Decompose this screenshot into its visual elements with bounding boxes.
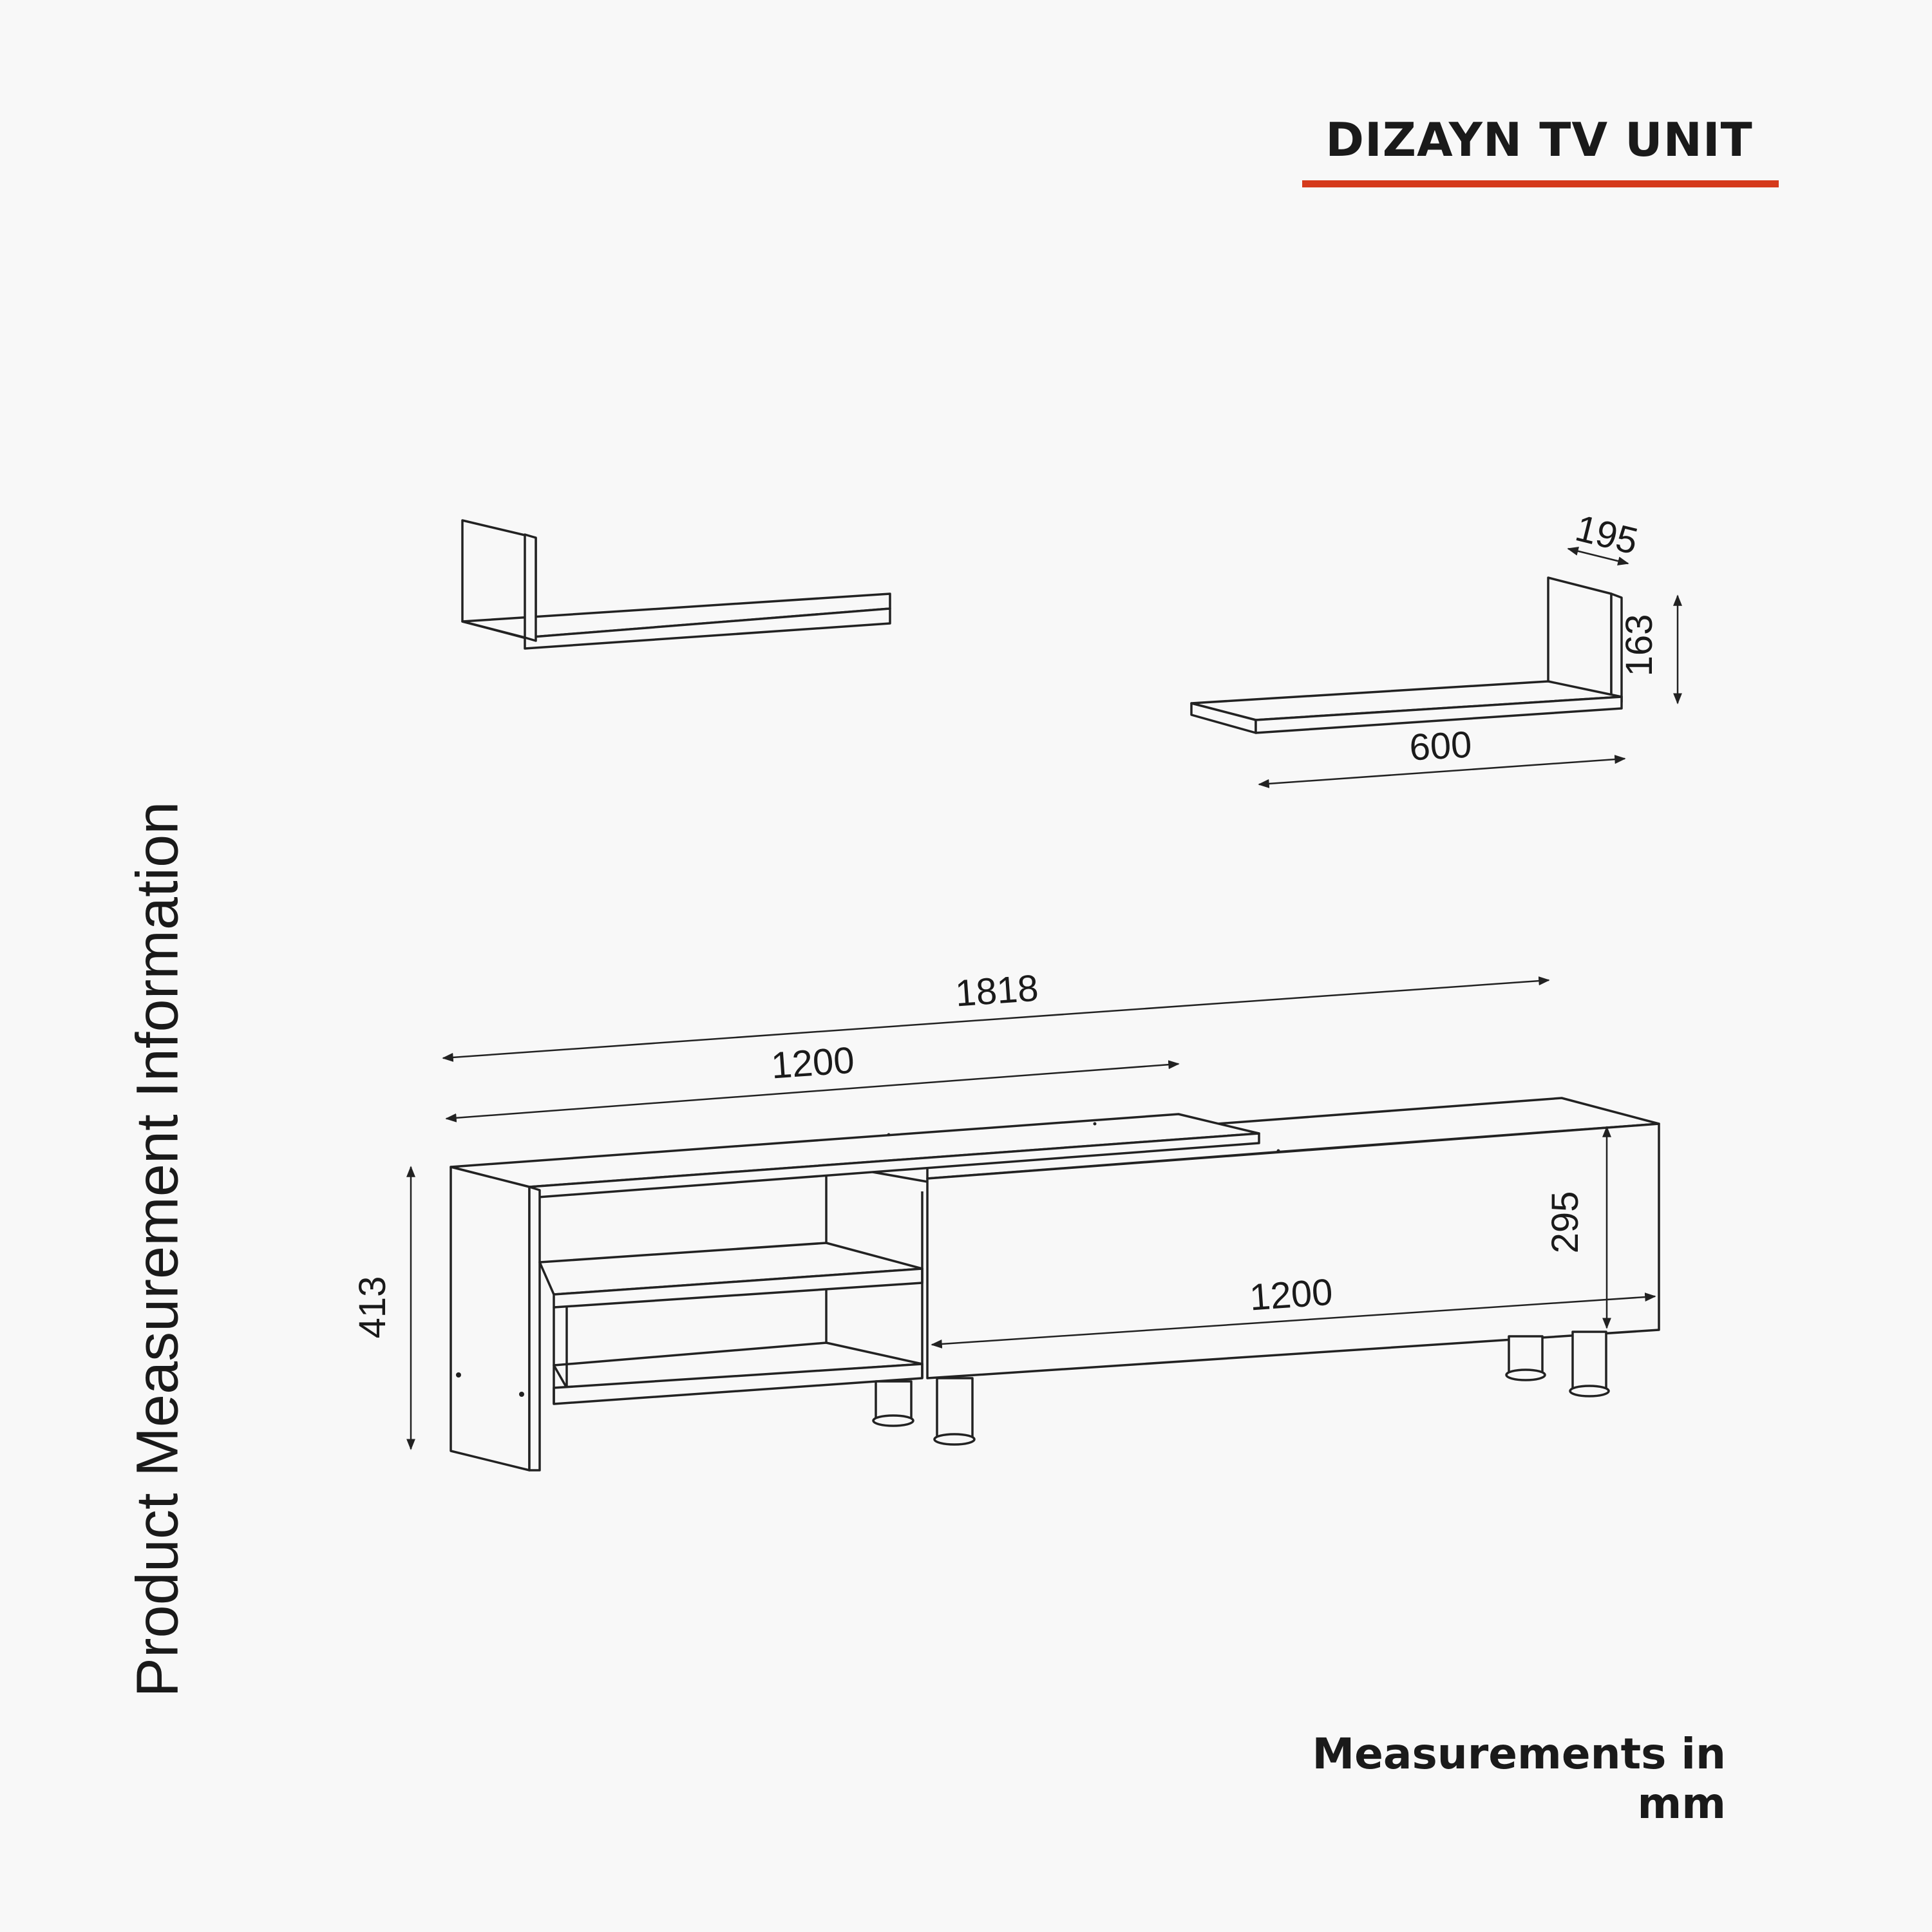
dim-right-module-length: 1200 [1248, 1271, 1334, 1319]
leg [1569, 1331, 1610, 1397]
dim-left-module-length: 1200 [770, 1039, 855, 1087]
dim-shelf-depth: 195 [1571, 507, 1642, 562]
title-underline [1302, 180, 1779, 187]
leg [1505, 1335, 1546, 1381]
tv-unit [450, 1097, 1660, 1472]
left-side-panel [450, 1166, 531, 1472]
dim-cabinet-height: 295 [1544, 1191, 1586, 1254]
dim-unit-height: 413 [352, 1276, 393, 1339]
leg [933, 1377, 976, 1446]
dim-shelf-width: 600 [1408, 724, 1473, 769]
dim-shelf-height: 163 [1618, 614, 1660, 677]
dim-overall-length: 1818 [954, 967, 1039, 1015]
product-title: DIZAYN TV UNIT [1325, 113, 1753, 167]
units-note: Measurements in mm [1312, 1729, 1726, 1828]
wall-shelf-right [1190, 576, 1623, 734]
wall-shelf-left [461, 519, 891, 650]
leg [872, 1380, 914, 1427]
